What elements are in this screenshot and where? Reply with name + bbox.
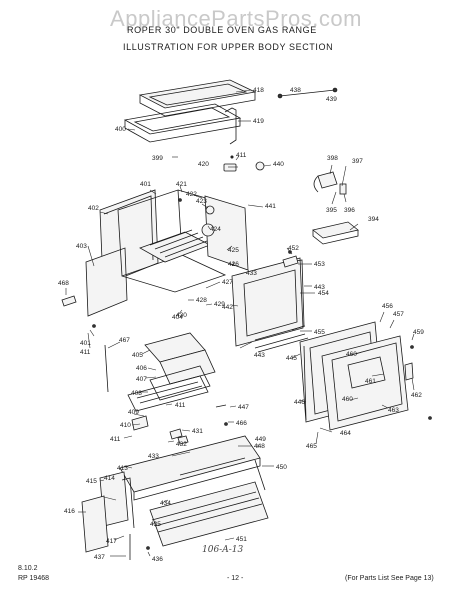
part-number-label: 465 — [306, 443, 317, 450]
part-number-label: 411 — [175, 402, 186, 409]
diagram-title: ROPER 30" DOUBLE OVEN GAS RANGE — [127, 25, 317, 35]
part-number-label: 424 — [210, 226, 221, 233]
part-number-label: 432 — [176, 441, 187, 448]
part-number-label: 420 — [198, 161, 209, 168]
part-number-label: 415 — [86, 478, 97, 485]
part-number-label: 395 — [326, 207, 337, 214]
part-number-label: 462 — [411, 392, 422, 399]
part-number-label: 410 — [120, 422, 131, 429]
part-number-label: 441 — [265, 203, 276, 210]
exploded-parts-drawing — [61, 79, 432, 560]
part-number-label: 408 — [131, 390, 142, 397]
footer-code: 8.10.2 — [18, 565, 38, 572]
part-number-label: 423 — [196, 198, 207, 205]
part-number-label: 434 — [160, 500, 171, 507]
part-number-label: 407 — [136, 376, 147, 383]
part-number-label: 455 — [314, 329, 325, 336]
page-number: - 12 - — [227, 575, 244, 582]
part-number-label: 429 — [214, 301, 225, 308]
part-number-label: 436 — [152, 556, 163, 563]
part-number-label: 446 — [294, 399, 305, 406]
part-number-label: 433 — [246, 270, 257, 277]
part-number-label: 396 — [344, 207, 355, 214]
part-number-label: 430 — [176, 312, 187, 319]
diagram-subtitle: ILLUSTRATION FOR UPPER BODY SECTION — [123, 42, 334, 52]
part-number-label: 422 — [186, 191, 197, 198]
handwritten-note: 106-A-13 — [202, 545, 244, 555]
part-number-label: 403 — [76, 243, 87, 250]
part-number-label: 416 — [64, 508, 75, 515]
part-number-label: 405 — [132, 352, 143, 359]
part-number-label: 439 — [326, 96, 337, 103]
part-number-label: 406 — [136, 365, 147, 372]
part-number-label: 402 — [88, 205, 99, 212]
part-number-label: 400 — [115, 126, 126, 133]
part-number-label: 443 — [314, 284, 325, 291]
part-number-label: 413 — [117, 465, 128, 472]
part-number-label: 397 — [352, 158, 363, 165]
part-number-label: 452 — [288, 245, 299, 252]
part-number-label: 426 — [228, 261, 239, 268]
part-number-label: 404 — [172, 314, 183, 321]
part-number-label: 457 — [393, 311, 404, 318]
part-number-label: 448 — [254, 443, 265, 450]
part-number-label: 445 — [286, 355, 297, 362]
part-number-label: 425 — [228, 247, 239, 254]
part-number-label: 418 — [253, 87, 264, 94]
leader-lines — [65, 89, 415, 557]
part-number-label: 459 — [413, 329, 424, 336]
part-number-label: 440 — [273, 161, 284, 168]
part-number-label: 466 — [236, 420, 247, 427]
part-number-label: 449 — [255, 436, 266, 443]
part-number-label: 463 — [388, 407, 399, 414]
part-number-label: 461 — [365, 378, 376, 385]
part-number-label: 437 — [94, 554, 105, 561]
watermark: AppliancePartsPros.com — [110, 6, 362, 31]
part-number-label: 460 — [342, 396, 353, 403]
part-number-labels: 418 438 439 419 400 411 420 440 399 398 397 395 396 3… — [58, 87, 424, 563]
part-number-label: 414 — [104, 475, 115, 482]
part-number-label: 433 — [148, 453, 159, 460]
part-number-label: 411 — [110, 436, 121, 443]
part-number-label: 419 — [253, 118, 264, 125]
part-number-label: 460 — [346, 351, 357, 358]
part-number-label: 443 — [254, 352, 265, 359]
part-number-label: 453 — [314, 261, 325, 268]
part-number-label: 398 — [327, 155, 338, 162]
part-number-label: 447 — [238, 404, 249, 411]
part-number-label: 454 — [318, 290, 329, 297]
part-number-label: 394 — [368, 216, 379, 223]
part-number-label: 435 — [150, 521, 161, 528]
parts-list-note: (For Parts List See Page 13) — [345, 575, 434, 582]
part-number-label: 401 — [80, 340, 91, 347]
part-number-label: 409 — [128, 409, 139, 416]
footer-rp: RP 19468 — [18, 575, 50, 582]
part-number-label: 468 — [58, 280, 69, 287]
part-number-label: 421 — [176, 181, 187, 188]
part-number-label: 401 — [140, 181, 151, 188]
part-number-label: 451 — [236, 536, 247, 543]
part-number-label: 411 — [80, 349, 91, 356]
part-number-label: 442 — [222, 304, 233, 311]
part-number-label: 427 — [222, 279, 233, 286]
part-number-label: 417 — [106, 538, 117, 545]
part-number-label: 456 — [382, 303, 393, 310]
part-number-label: 464 — [340, 430, 351, 437]
part-number-label: 438 — [290, 87, 301, 94]
part-number-label: 467 — [119, 337, 130, 344]
part-number-label: 399 — [152, 155, 163, 162]
part-number-label: 431 — [192, 428, 203, 435]
part-number-label: 450 — [276, 464, 287, 471]
part-number-label: 411 — [236, 152, 247, 159]
part-number-label: 428 — [196, 297, 207, 304]
